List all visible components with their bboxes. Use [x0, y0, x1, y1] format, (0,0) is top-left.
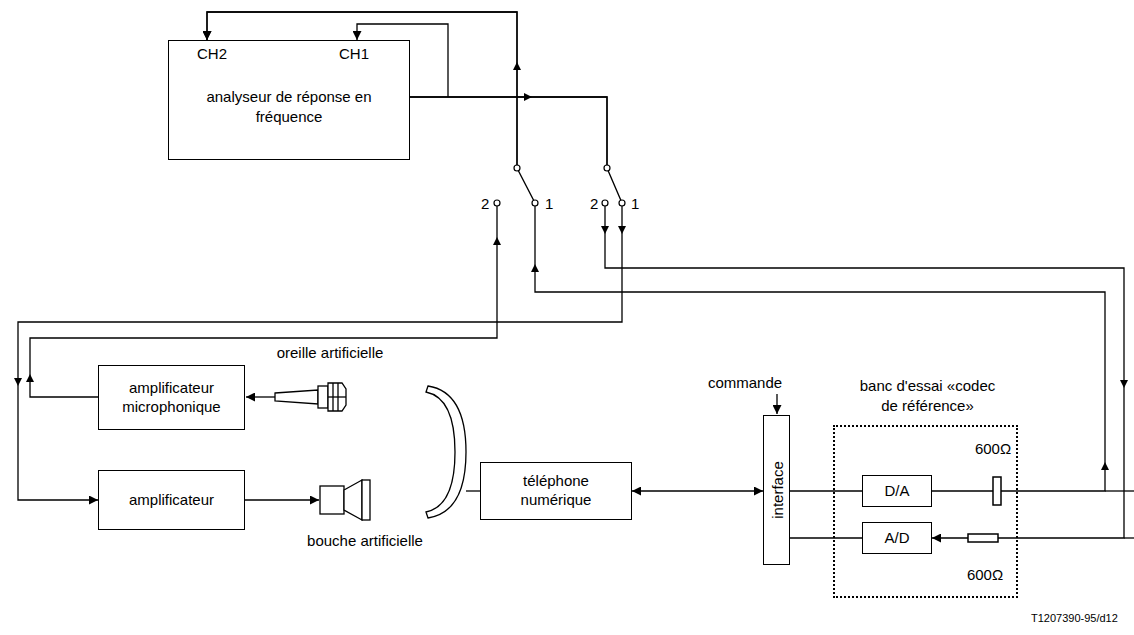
amplifier-box: amplificateur [98, 470, 245, 530]
figure-code: T1207390-95/d12 [1030, 612, 1119, 625]
interface-box: interface [763, 415, 790, 565]
node-text: banc d'essai «codec de référence» [825, 376, 1030, 415]
mouth-signal-wire [245, 499, 319, 500]
direction-arrow [1120, 380, 1128, 388]
artificial-mouth [320, 480, 370, 520]
node-text: A/D [884, 529, 909, 548]
command-arrow [776, 394, 777, 414]
switch-contacts [494, 165, 625, 206]
signal-connector [632, 490, 763, 491]
telephone-box: téléphone numérique [480, 462, 632, 520]
resistor-value: 600Ω [966, 566, 1004, 584]
direction-arrow [26, 374, 34, 382]
direction-arrow [524, 93, 532, 101]
direction-arrow [493, 237, 501, 245]
direction-arrow [513, 62, 521, 70]
node-text: analyseur de réponse en fréquence [169, 87, 409, 126]
node-text: amplificateur [129, 491, 214, 510]
switch-position: 1 [630, 195, 640, 213]
part-label: commande [707, 374, 783, 392]
direction-arrow [14, 378, 22, 386]
handset [426, 386, 466, 518]
signal-connector [790, 490, 862, 491]
adc-input-wire [1124, 537, 1134, 538]
amplifier-box: amplificateur microphonique [98, 365, 245, 430]
resistor-value: 600Ω [974, 440, 1012, 458]
part-label: oreille artificielle [276, 344, 385, 362]
handset-cord [466, 490, 480, 491]
part-label: bouche artificielle [306, 532, 424, 550]
signal-connector [790, 537, 862, 538]
direction-arrow [531, 264, 539, 272]
resistor-symbol [968, 534, 998, 542]
converter-box: D/A [862, 475, 932, 507]
node-text: amplificateur microphonique [105, 379, 238, 417]
node-text: CH2 [197, 45, 227, 62]
node-text: CH1 [339, 45, 369, 62]
node-text: D/A [884, 482, 909, 501]
node-text: interface [768, 461, 785, 519]
converter-box: A/D [862, 522, 932, 554]
dac-output-wire [1105, 490, 1134, 491]
artificial-ear [275, 383, 346, 411]
signal-connector [30, 12, 517, 397]
direction-arrow [1101, 462, 1109, 470]
node-text: téléphone numérique [487, 472, 625, 510]
switch-position: 1 [544, 195, 554, 213]
ear-signal-wire [246, 396, 275, 397]
resistor-symbol [993, 477, 1001, 505]
switch-position: 2 [589, 195, 599, 213]
switch-position: 2 [480, 195, 490, 213]
analyser-box: CH2 CH1 analyseur de réponse en fréquence [168, 40, 410, 160]
direction-arrow [601, 226, 609, 234]
direction-arrow [618, 226, 626, 234]
